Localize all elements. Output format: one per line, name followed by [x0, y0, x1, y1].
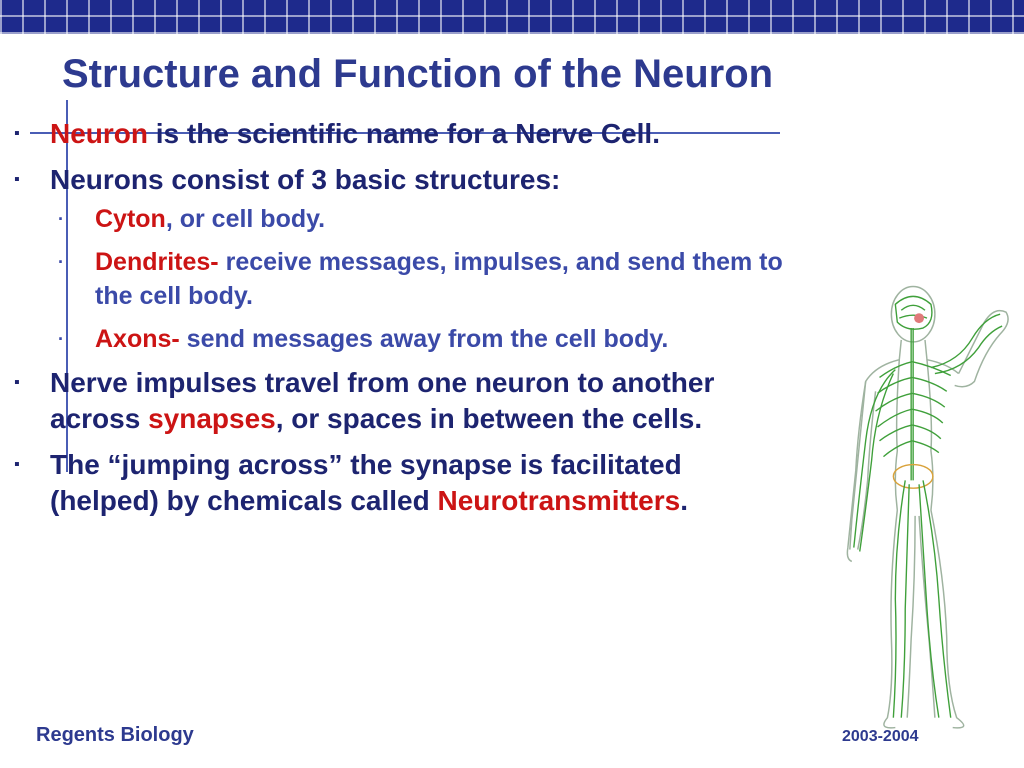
footer-year-label: 2003-2004 [842, 728, 919, 745]
slide-body: ▪ Neuron is the scientific name for a Ne… [14, 116, 814, 529]
sub-bullet-icon: · [58, 329, 64, 349]
bullet-neurotransmitters: ▪ The “jumping across” the synapse is fa… [14, 447, 770, 519]
sub-bullet-highlight: Axons- [95, 325, 180, 353]
bullet-text: The “jumping across” the synapse is faci… [50, 449, 682, 516]
sub-bullet-text: , or cell body. [165, 205, 326, 233]
square-bullet-icon: ▪ [14, 171, 20, 188]
bullet-highlight: Neurotransmitters [437, 485, 681, 516]
bullet-highlight: synapses [148, 403, 276, 434]
sub-bullet-highlight: Cyton [95, 205, 166, 233]
sub-bullet-axons: · Axons- send messages away from the cel… [14, 322, 795, 356]
square-bullet-icon: ▪ [14, 125, 20, 142]
header-checker-band [0, 0, 1024, 34]
nervous-system-figure-icon [846, 285, 1009, 729]
bullet-neuron-definition: ▪ Neuron is the scientific name for a Ne… [14, 116, 814, 152]
footer-course-label: Regents Biology [36, 724, 194, 746]
vertical-accent-line [66, 100, 68, 472]
title-underline [30, 132, 780, 134]
sub-bullet-icon: · [58, 252, 64, 272]
bullet-text-end: . [680, 485, 688, 516]
bullet-text: Neurons consist of 3 basic structures: [50, 164, 561, 195]
bullet-text: is the scientific name for a Nerve Cell. [148, 118, 660, 149]
sub-bullet-dendrites: · Dendrites- receive messages, impulses,… [14, 245, 815, 313]
bullet-basic-structures: ▪ Neurons consist of 3 basic structures: [14, 162, 814, 198]
sub-bullet-text: receive messages, impulses, and send the… [95, 248, 783, 310]
sub-bullet-icon: · [58, 209, 64, 229]
sub-bullet-highlight: Dendrites- [95, 248, 219, 276]
bullet-text-end: , or spaces in between the cells. [275, 403, 703, 434]
bullet-highlight: Neuron [50, 118, 148, 149]
square-bullet-icon: ▪ [14, 374, 20, 391]
bullet-nerve-impulses: ▪ Nerve impulses travel from one neuron … [14, 365, 810, 437]
bullet-text: Nerve impulses travel from one neuron to… [50, 367, 715, 434]
slide-title: Structure and Function of the Neuron [62, 52, 774, 96]
sub-bullet-cyton: · Cyton, or cell body. [14, 202, 814, 236]
square-bullet-icon: ▪ [14, 456, 20, 473]
sub-bullet-text: send messages away from the cell body. [179, 325, 669, 353]
